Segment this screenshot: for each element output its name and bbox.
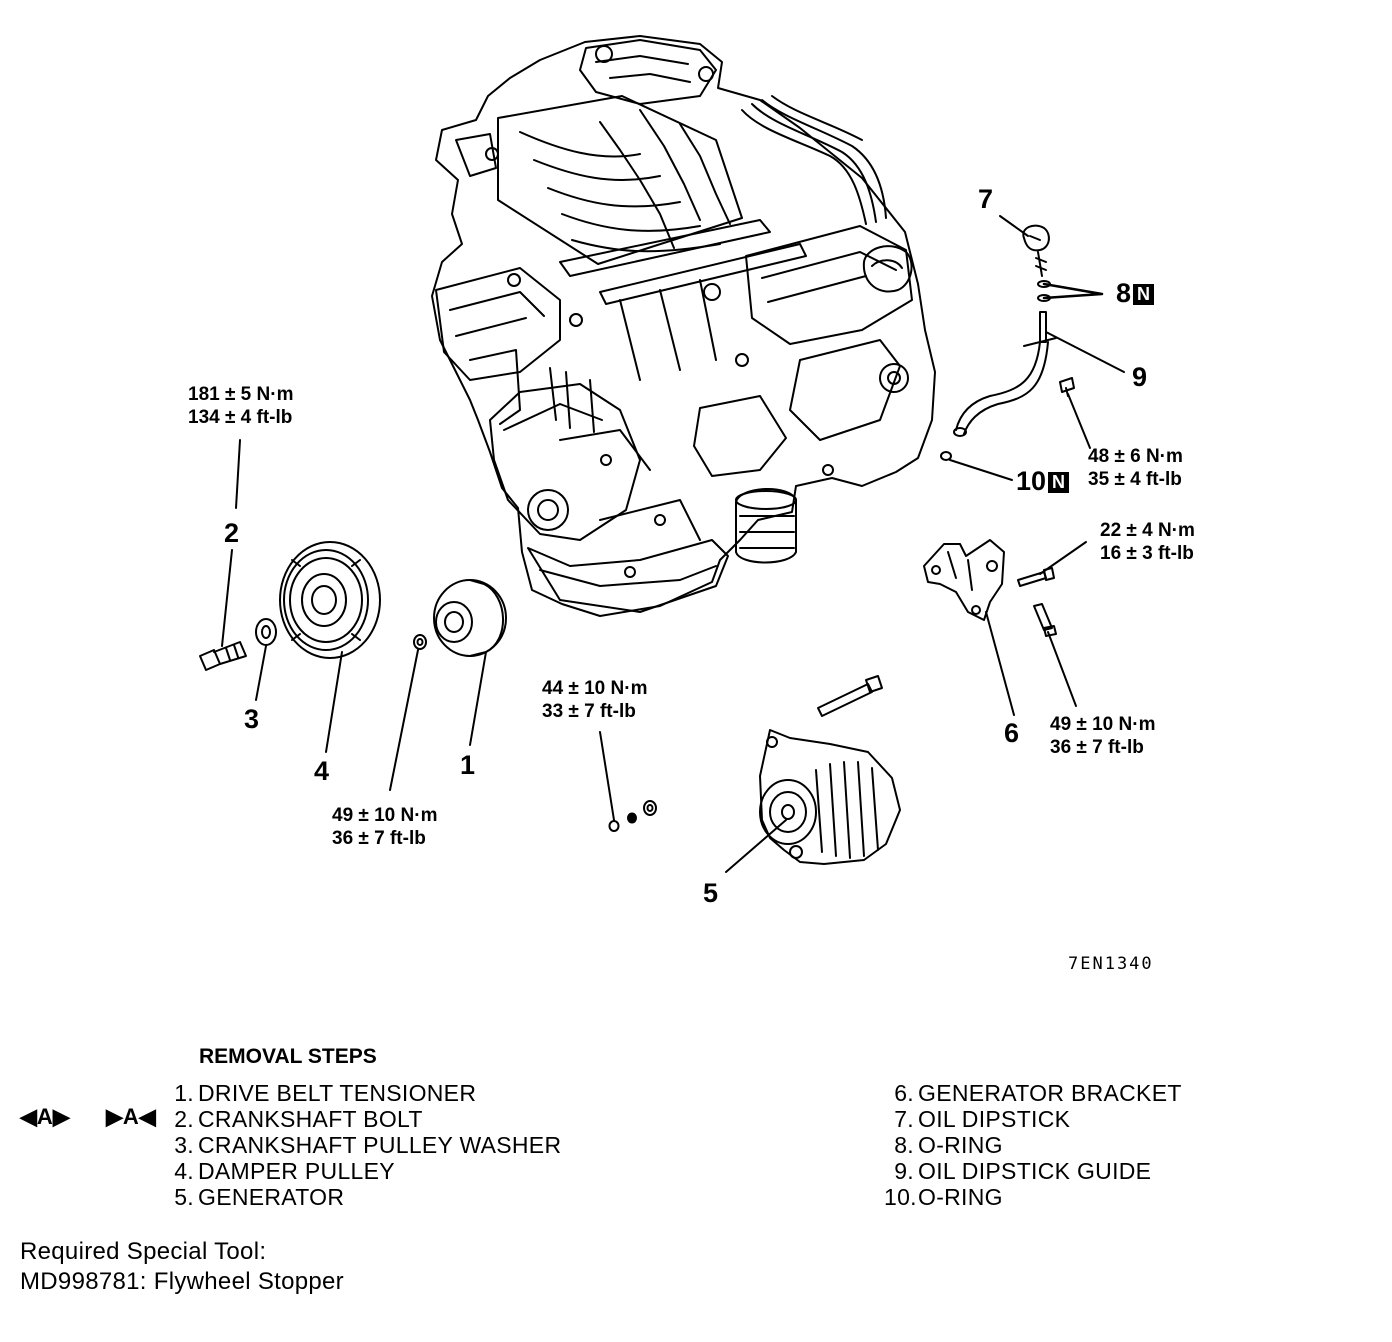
removal-step: 2.CRANKSHAFT BOLT [174, 1106, 423, 1132]
crankshaft-bolt-drawing [199, 641, 247, 671]
callout-2: 2 [224, 518, 240, 548]
dipstick-guide-drawing [953, 311, 1057, 437]
special-tool-item: MD998781: Flywheel Stopper [20, 1268, 344, 1295]
callout-9: 9 [1132, 362, 1148, 392]
left-arrow-icon: ◀ [138, 1104, 156, 1129]
damper-pulley-drawing [279, 541, 381, 659]
removal-step: 9.OIL DIPSTICK GUIDE [894, 1158, 1152, 1184]
engine-block-drawing [431, 35, 936, 617]
callout-3: 3 [244, 704, 260, 734]
removal-step: 3.CRANKSHAFT PULLEY WASHER [174, 1132, 562, 1158]
removal-step: 7.OIL DIPSTICK [894, 1106, 1071, 1132]
removal-step: 10.O-RING [884, 1184, 1003, 1210]
crankshaft-pulley-washer-drawing [255, 618, 277, 646]
callout-4: 4 [314, 756, 330, 786]
removal-steps-left-column: 1.DRIVE BELT TENSIONER 2.CRANKSHAFT BOLT… [164, 1080, 561, 1210]
removal-step: 8.O-RING [894, 1132, 1003, 1158]
removal-step: 1.DRIVE BELT TENSIONER [174, 1080, 477, 1106]
drive-belt-tensioner-drawing [433, 579, 507, 657]
removal-service-mark: ◀A▶ [20, 1104, 70, 1129]
callout-5: 5 [703, 878, 719, 908]
left-arrow-icon: ◀ [20, 1104, 37, 1129]
special-tool-heading: Required Special Tool: [20, 1238, 267, 1265]
removal-steps-heading: REMOVAL STEPS [199, 1045, 377, 1068]
bracket-upper-bolt-drawing [1017, 567, 1055, 587]
removal-step: 6.GENERATOR BRACKET [894, 1080, 1182, 1106]
generator-drawing [759, 729, 901, 865]
new-part-badge: N [1133, 284, 1155, 305]
generator-mounting-bolt-drawing [817, 675, 883, 717]
bracket-lower-bolt-drawing [1033, 603, 1057, 637]
installation-service-mark: ▶A◀ [106, 1104, 156, 1129]
callout-7: 7 [978, 184, 994, 214]
new-part-badge: N [1048, 472, 1070, 493]
removal-steps-right-column: 6.GENERATOR BRACKET 7.OIL DIPSTICK 8.O-R… [884, 1080, 1182, 1210]
callout-6: 6 [1004, 718, 1020, 748]
figure-code: 7EN1340 [1068, 954, 1154, 974]
dipstick-guide-bolt-drawing [1059, 377, 1075, 397]
right-arrow-icon: ▶ [106, 1104, 123, 1129]
guide-o-ring-drawing [940, 451, 952, 461]
right-arrow-icon: ▶ [52, 1104, 70, 1129]
generator-nut-and-washer-drawing [608, 800, 657, 832]
dipstick-o-rings-drawing [1037, 280, 1104, 302]
oil-dipstick-drawing [1022, 224, 1050, 277]
tensioner-nut-drawing [413, 634, 427, 650]
removal-step: 4.DAMPER PULLEY [174, 1158, 395, 1184]
generator-bracket-drawing [923, 539, 1005, 621]
callout-leader-lines [221, 215, 1125, 873]
callout-1: 1 [460, 750, 476, 780]
removal-step: 5.GENERATOR [174, 1184, 345, 1210]
